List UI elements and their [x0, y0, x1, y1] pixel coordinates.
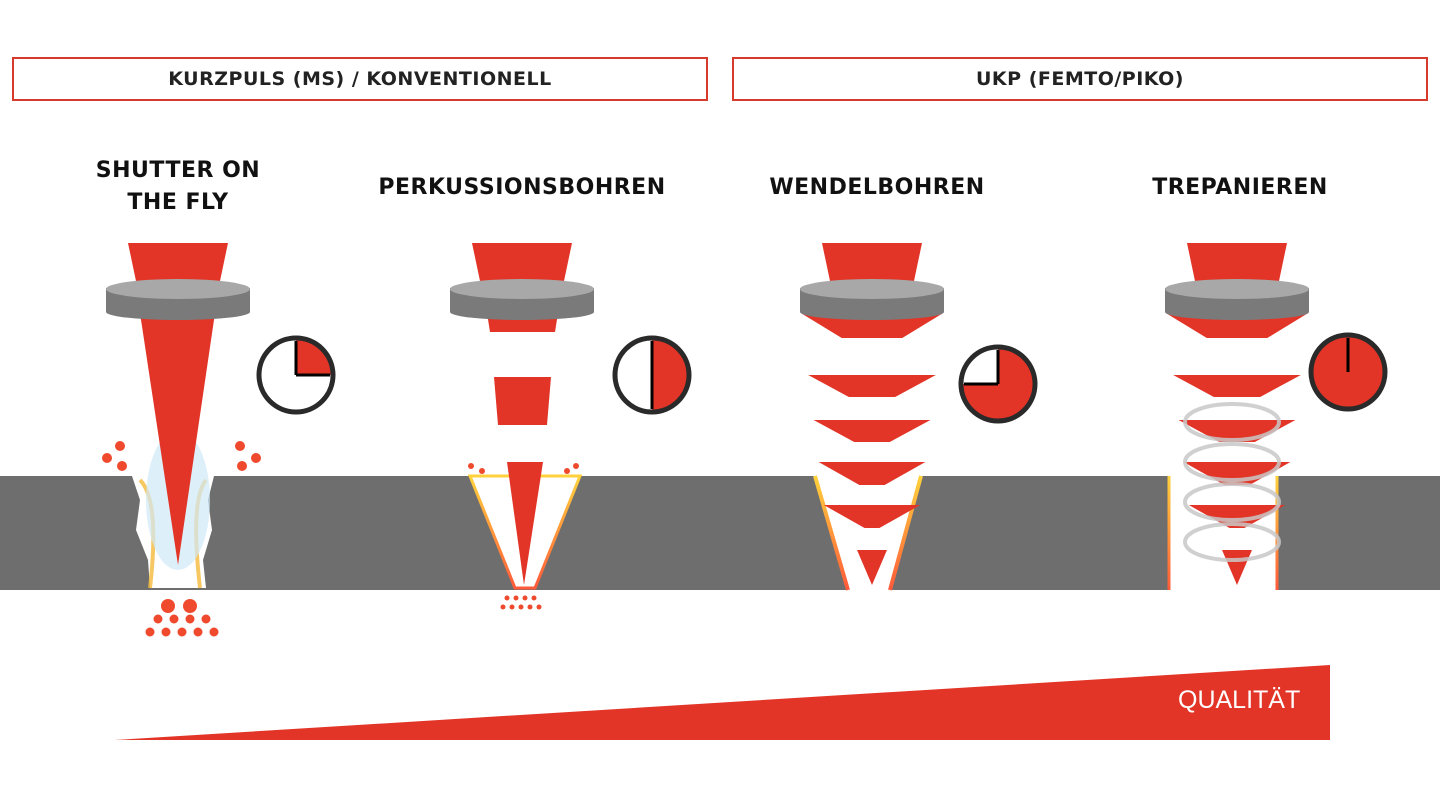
- spatter-particle: [145, 627, 155, 637]
- laser-pulse: [1183, 462, 1291, 485]
- clock-icon: [612, 335, 692, 415]
- clock-icon: [256, 335, 336, 415]
- spatter-particle: [522, 595, 528, 601]
- lens-top: [800, 279, 944, 299]
- laser-pulse: [857, 550, 887, 585]
- header-ultrashort-pulse: UKP (FEMTO/PIKO): [732, 57, 1428, 101]
- lens-bottom: [450, 304, 594, 320]
- lens-top: [1165, 279, 1309, 299]
- spatter-particle: [153, 614, 163, 624]
- spatter-particle: [185, 614, 195, 624]
- laser-pulse: [1173, 375, 1301, 397]
- laser-beam-continuous: [140, 313, 215, 565]
- laser-pulse: [1165, 313, 1309, 338]
- spatter-particle: [201, 614, 211, 624]
- spatter-particle: [513, 595, 519, 601]
- laser-pulse: [1188, 505, 1286, 528]
- clock-icon: [958, 344, 1038, 424]
- header-label: UKP (FEMTO/PIKO): [976, 68, 1184, 90]
- lens-top: [106, 279, 250, 299]
- laser-pulse: [808, 375, 936, 397]
- spatter-particle: [504, 595, 510, 601]
- spatter-particle: [518, 604, 524, 610]
- spatter-particle: [161, 627, 171, 637]
- lens-bottom: [1165, 304, 1309, 320]
- laser-pulse: [1178, 420, 1296, 442]
- quality-label: QUALITÄT: [1178, 686, 1301, 714]
- laser-pulse: [823, 505, 921, 528]
- spatter-particle: [183, 599, 197, 613]
- spatter-particle: [115, 441, 125, 451]
- spatter-particle: [102, 453, 112, 463]
- spatter-particle: [237, 461, 247, 471]
- spatter-particle: [509, 604, 515, 610]
- clock-icon: [1308, 332, 1388, 412]
- hole-trepanning: [1168, 476, 1278, 590]
- clock-fill: [652, 338, 689, 412]
- spatter-particle: [235, 441, 245, 451]
- header-short-pulse: KURZPULS (MS) / KONVENTIONELL: [12, 57, 708, 101]
- spatter-particle: [169, 614, 179, 624]
- spatter-particle: [209, 627, 219, 637]
- lens-top: [450, 279, 594, 299]
- spatter-particle: [193, 627, 203, 637]
- spatter-particle: [479, 468, 485, 474]
- lens-bottom: [800, 304, 944, 320]
- spatter-particle: [468, 463, 474, 469]
- quality-wedge: [115, 665, 1330, 740]
- title-wendelbohren: WENDELBOHREN: [769, 175, 985, 200]
- header-label: KURZPULS (MS) / KONVENTIONELL: [168, 68, 552, 90]
- laser-pulse: [494, 377, 551, 425]
- helix-path: [1183, 482, 1281, 522]
- spatter-particle: [573, 463, 579, 469]
- spatter-particle: [500, 604, 506, 610]
- spatter-particle: [251, 453, 261, 463]
- spatter-particle: [527, 604, 533, 610]
- lens-bottom: [106, 304, 250, 320]
- laser-pulse: [818, 462, 926, 485]
- helix-path: [1183, 522, 1281, 562]
- helix-path: [1183, 402, 1281, 442]
- title-trepanieren: TREPANIEREN: [1152, 175, 1328, 200]
- title-perkussionsbohren: PERKUSSIONSBOHREN: [378, 175, 666, 200]
- spatter-particle: [531, 595, 537, 601]
- spatter-particle: [177, 627, 187, 637]
- spatter-particle: [536, 604, 542, 610]
- spatter-particle: [564, 468, 570, 474]
- clock-fill: [296, 338, 333, 375]
- laser-pulse: [813, 420, 931, 442]
- spatter-particle: [117, 461, 127, 471]
- helix-path: [1183, 442, 1281, 482]
- laser-pulse: [800, 313, 944, 338]
- laser-pulse: [507, 462, 543, 585]
- spatter-particle: [161, 599, 175, 613]
